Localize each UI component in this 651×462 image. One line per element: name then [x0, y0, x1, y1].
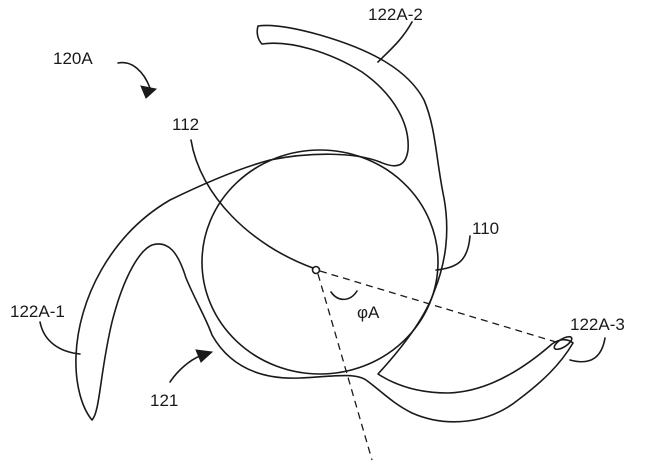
leader-122A-1: [39, 321, 81, 355]
haptic-end-cap: [553, 335, 573, 351]
arrow-121-head: [195, 349, 214, 363]
optic-center-point: [311, 265, 321, 275]
reference-axis-vertical: [317, 273, 373, 461]
arrow-121-shaft: [169, 355, 201, 383]
label-122A-1: 122A-1: [10, 302, 65, 321]
angle-arc: [330, 290, 358, 301]
leader-122A-2: [377, 21, 413, 63]
label-122A-2: 122A-2: [368, 5, 423, 24]
arrow-120A-head: [140, 85, 158, 99]
label-110: 110: [472, 219, 499, 238]
leader-122A-3: [569, 337, 606, 363]
optic-circle: [201, 149, 439, 375]
label-112: 112: [172, 115, 199, 134]
lens-body-outline: [75, 24, 574, 423]
label-122A-3: 122A-3: [570, 315, 625, 334]
arrow-120A-shaft: [117, 61, 151, 89]
reference-axis-haptic: [319, 270, 557, 343]
leader-110: [435, 235, 471, 271]
label-120A: 120A: [53, 49, 93, 68]
leader-112: [190, 139, 314, 269]
label-121: 121: [150, 391, 178, 410]
label-angle: φA: [357, 303, 380, 322]
